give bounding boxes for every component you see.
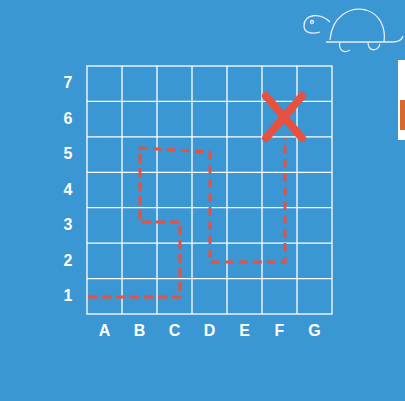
column-letter: E [239, 323, 250, 339]
column-letter: A [99, 323, 111, 339]
grid-border [87, 66, 332, 314]
edge-photo [398, 60, 405, 140]
column-letter: G [308, 323, 320, 339]
turtle-eye [311, 21, 314, 24]
column-letter: F [275, 323, 285, 339]
row-number: 6 [64, 111, 73, 127]
turtle-head [304, 16, 330, 34]
turtle-shell [330, 9, 384, 42]
row-number: 5 [64, 146, 73, 162]
row-number: 1 [64, 288, 73, 304]
dashed-route [88, 138, 285, 297]
x-stroke [266, 96, 302, 138]
x-stroke [266, 96, 302, 138]
row-number: 3 [64, 217, 73, 233]
row-number: 2 [64, 253, 73, 269]
grid [87, 66, 332, 314]
photo-strip [398, 60, 405, 140]
column-letter: C [169, 323, 181, 339]
column-letter: B [134, 323, 146, 339]
row-number: 7 [64, 75, 73, 91]
turtle-legs [340, 42, 380, 52]
turtle-belly [326, 36, 403, 42]
row-number: 4 [64, 182, 73, 198]
photo-color [400, 100, 405, 130]
turtle-drawing [304, 9, 403, 51]
column-letter: D [204, 323, 216, 339]
target-x [266, 96, 302, 138]
